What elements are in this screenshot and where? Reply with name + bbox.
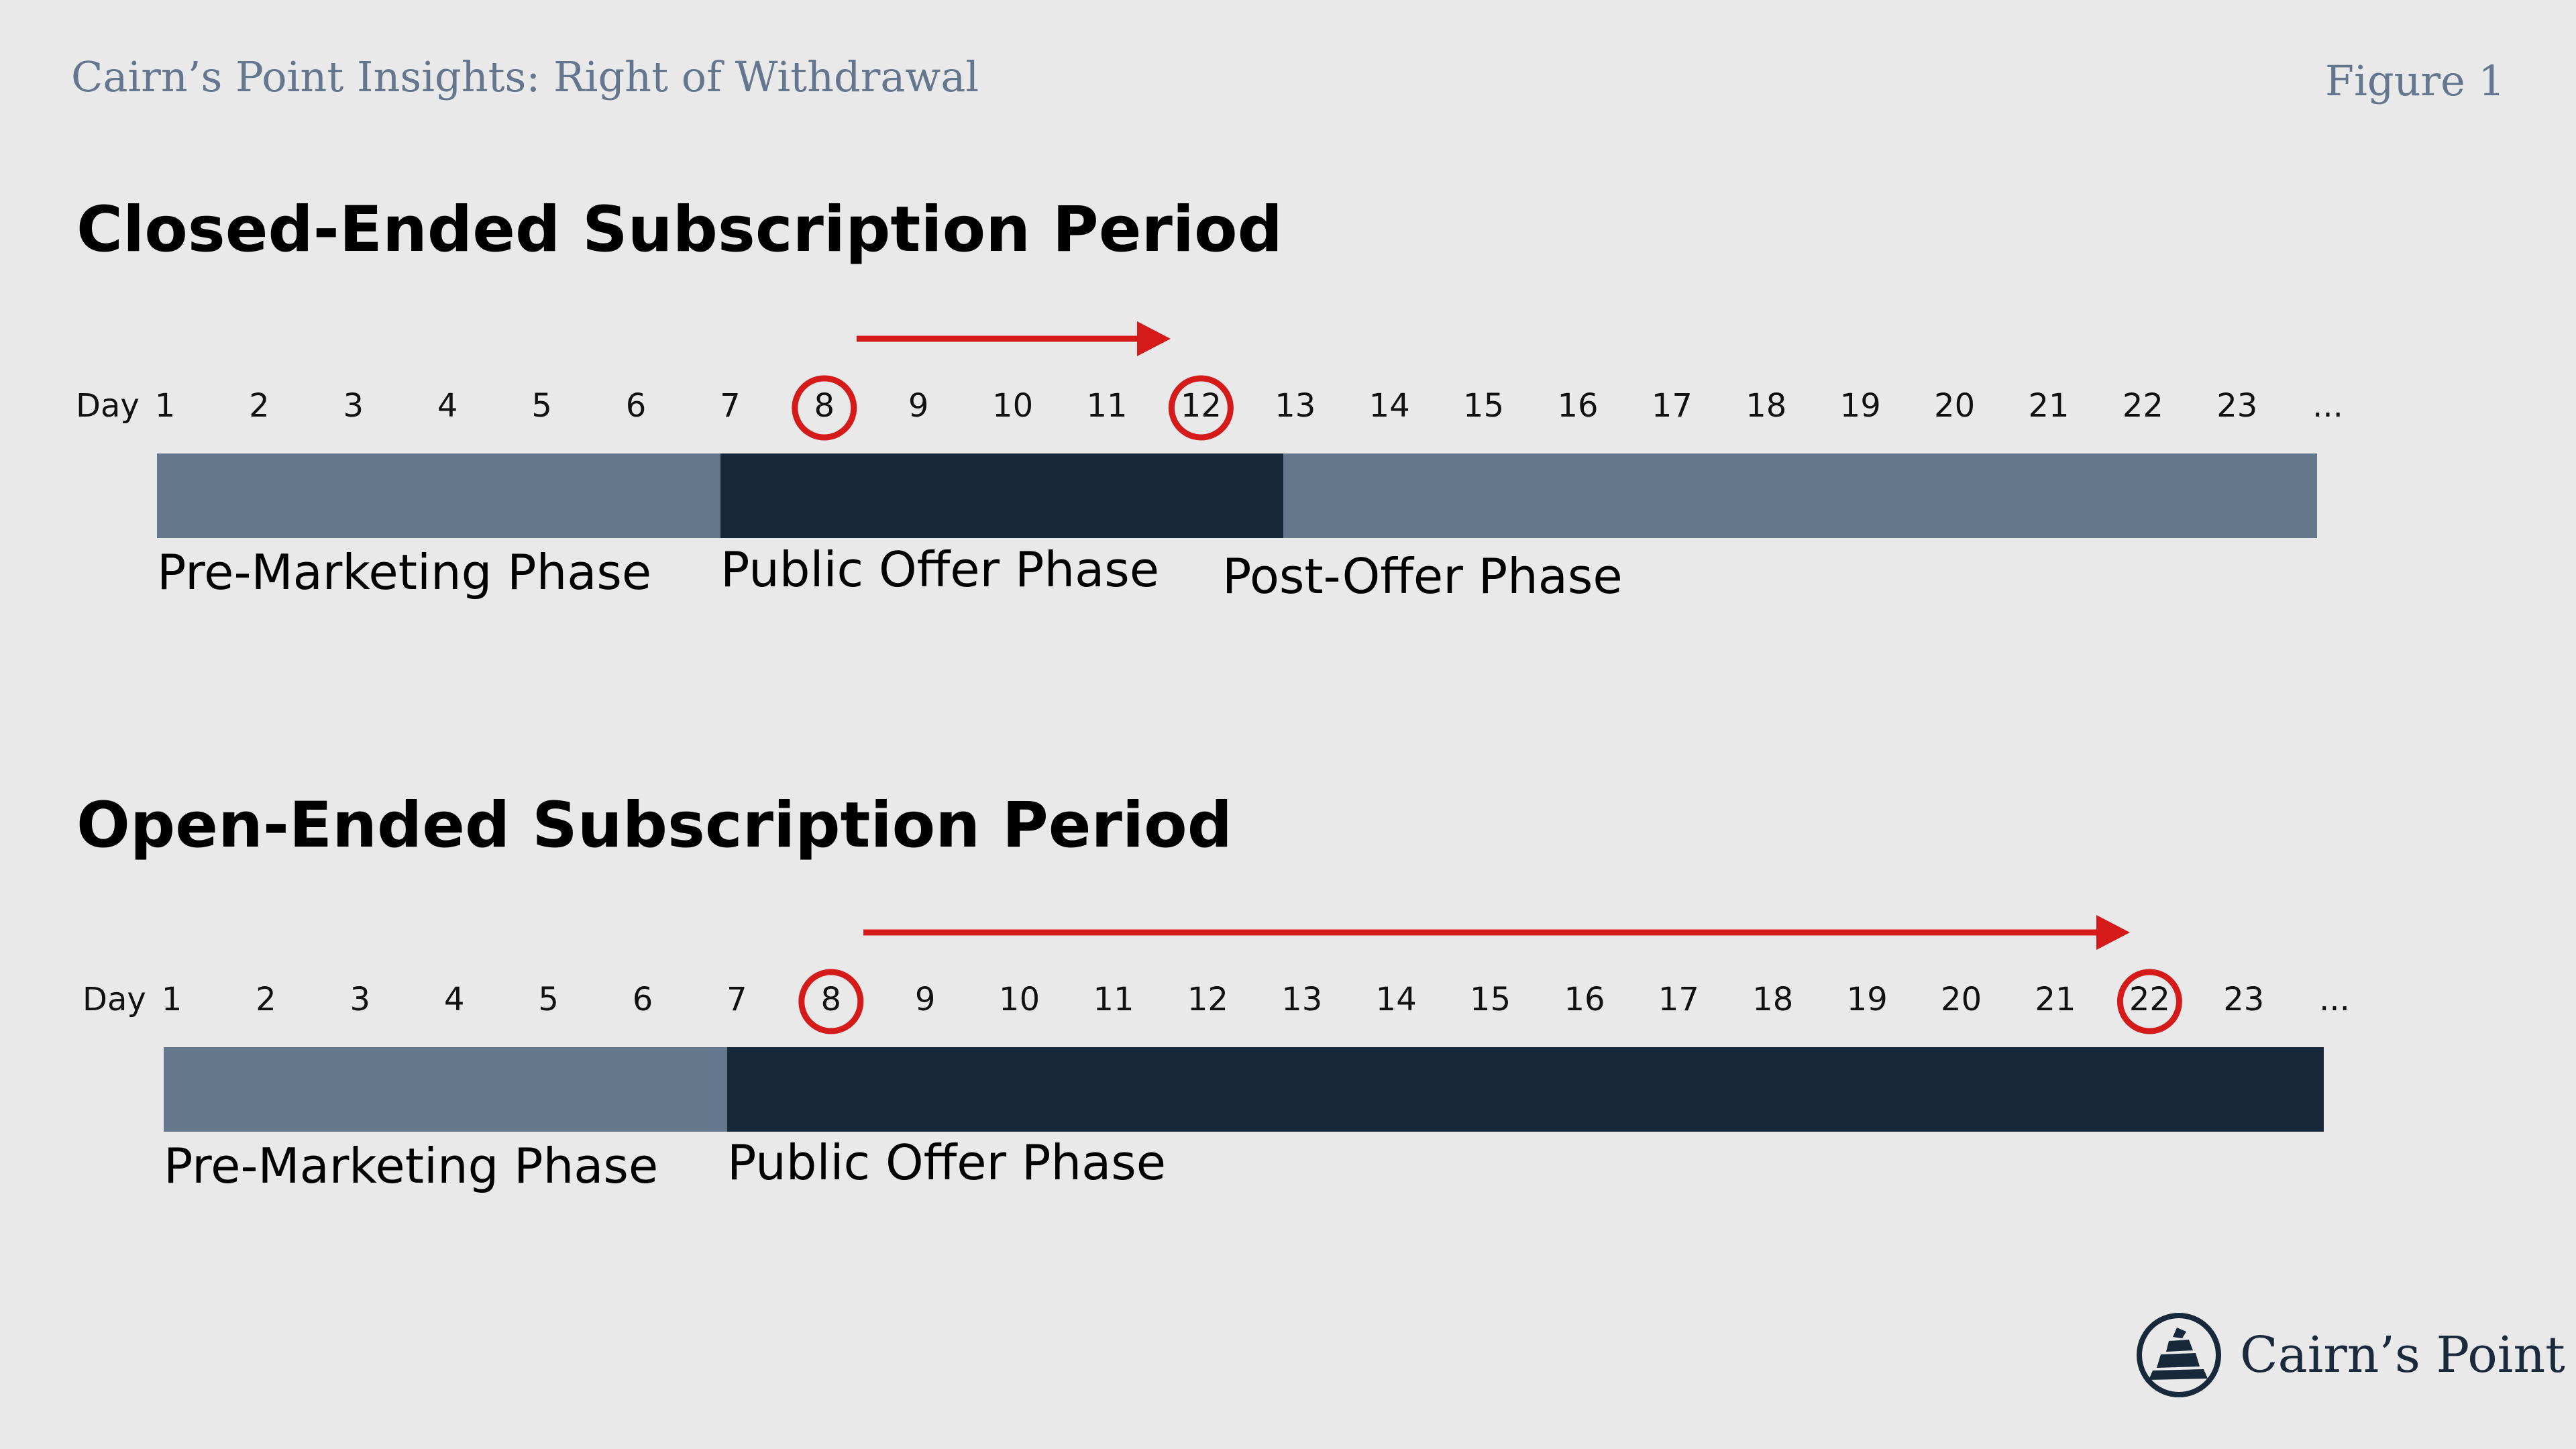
day-number: 5 bbox=[538, 981, 559, 1018]
phase-label: Public Offer Phase bbox=[727, 1134, 1166, 1191]
day-label: Day bbox=[76, 387, 140, 425]
day-number: 23 bbox=[2216, 387, 2257, 425]
day-number: 9 bbox=[915, 981, 936, 1018]
open-ended-section-title: Open-Ended Subscription Period bbox=[76, 789, 1232, 862]
logo-text: Cairn’s Point bbox=[2240, 1326, 2565, 1384]
day-number: 17 bbox=[1652, 387, 1693, 425]
day-number: 8 bbox=[821, 981, 842, 1018]
phase-label: Pre-Marketing Phase bbox=[157, 544, 651, 600]
day-number: 6 bbox=[626, 387, 647, 425]
day-number: 11 bbox=[1093, 981, 1134, 1018]
day-number: 14 bbox=[1369, 387, 1410, 425]
day-number: 2 bbox=[249, 387, 270, 425]
day-number: 22 bbox=[2129, 981, 2170, 1018]
day-number: 6 bbox=[633, 981, 653, 1018]
day-number: 18 bbox=[1752, 981, 1793, 1018]
day-number: 7 bbox=[727, 981, 747, 1018]
day-number: 13 bbox=[1275, 387, 1316, 425]
arrow-head bbox=[1137, 321, 1171, 356]
day-number: 8 bbox=[814, 387, 835, 425]
day-number: ... bbox=[2312, 387, 2343, 425]
day-number: 18 bbox=[1746, 387, 1786, 425]
circled-day-marker bbox=[1168, 375, 1234, 441]
day-number: 3 bbox=[350, 981, 371, 1018]
day-number: 16 bbox=[1557, 387, 1598, 425]
day-number: 2 bbox=[256, 981, 276, 1018]
day-number: 16 bbox=[1564, 981, 1605, 1018]
day-number: 10 bbox=[999, 981, 1040, 1018]
day-number: ... bbox=[2319, 981, 2350, 1018]
phase-bar bbox=[157, 453, 720, 538]
day-number: 23 bbox=[2223, 981, 2264, 1018]
day-number: 4 bbox=[444, 981, 465, 1018]
phase-label: Post-Offer Phase bbox=[1222, 548, 1623, 604]
day-number: 9 bbox=[908, 387, 929, 425]
day-number: 17 bbox=[1658, 981, 1699, 1018]
figure-label: Figure 1 bbox=[2325, 56, 2505, 105]
day-number: 3 bbox=[343, 387, 364, 425]
cairns-point-logo: Cairn’s Point bbox=[2135, 1311, 2565, 1399]
day-number: 14 bbox=[1376, 981, 1417, 1018]
day-number: 12 bbox=[1187, 981, 1228, 1018]
cairn-stones-icon bbox=[2137, 1313, 2221, 1397]
arrow-head bbox=[2096, 915, 2130, 950]
phase-bar bbox=[164, 1047, 727, 1132]
day-number: 13 bbox=[1281, 981, 1322, 1018]
day-number: 20 bbox=[1934, 387, 1975, 425]
day-number: 20 bbox=[1941, 981, 1982, 1018]
day-number: 15 bbox=[1463, 387, 1504, 425]
day-number: 1 bbox=[155, 387, 176, 425]
header-title: Cairn’s Point Insights: Right of Withdra… bbox=[71, 52, 979, 101]
circled-day-marker bbox=[792, 375, 857, 441]
day-number: 15 bbox=[1470, 981, 1511, 1018]
day-number: 21 bbox=[2035, 981, 2076, 1018]
circled-day-marker bbox=[2116, 969, 2182, 1034]
phase-bar bbox=[1283, 453, 2317, 538]
phase-label: Public Offer Phase bbox=[720, 541, 1159, 598]
phase-bar bbox=[727, 1047, 2324, 1132]
day-number: 22 bbox=[2123, 387, 2163, 425]
day-number: 12 bbox=[1181, 387, 1222, 425]
day-number: 7 bbox=[720, 387, 741, 425]
day-label: Day bbox=[83, 981, 146, 1018]
day-number: 5 bbox=[531, 387, 552, 425]
closed-ended-section-title: Closed-Ended Subscription Period bbox=[76, 193, 1283, 266]
phase-label: Pre-Marketing Phase bbox=[164, 1138, 658, 1194]
day-number: 11 bbox=[1086, 387, 1127, 425]
day-number: 19 bbox=[1847, 981, 1888, 1018]
circled-day-marker bbox=[798, 969, 864, 1034]
day-number: 19 bbox=[1840, 387, 1881, 425]
phase-bar bbox=[720, 453, 1283, 538]
day-number: 4 bbox=[437, 387, 458, 425]
day-number: 10 bbox=[992, 387, 1033, 425]
day-number: 21 bbox=[2028, 387, 2069, 425]
day-number: 1 bbox=[162, 981, 182, 1018]
